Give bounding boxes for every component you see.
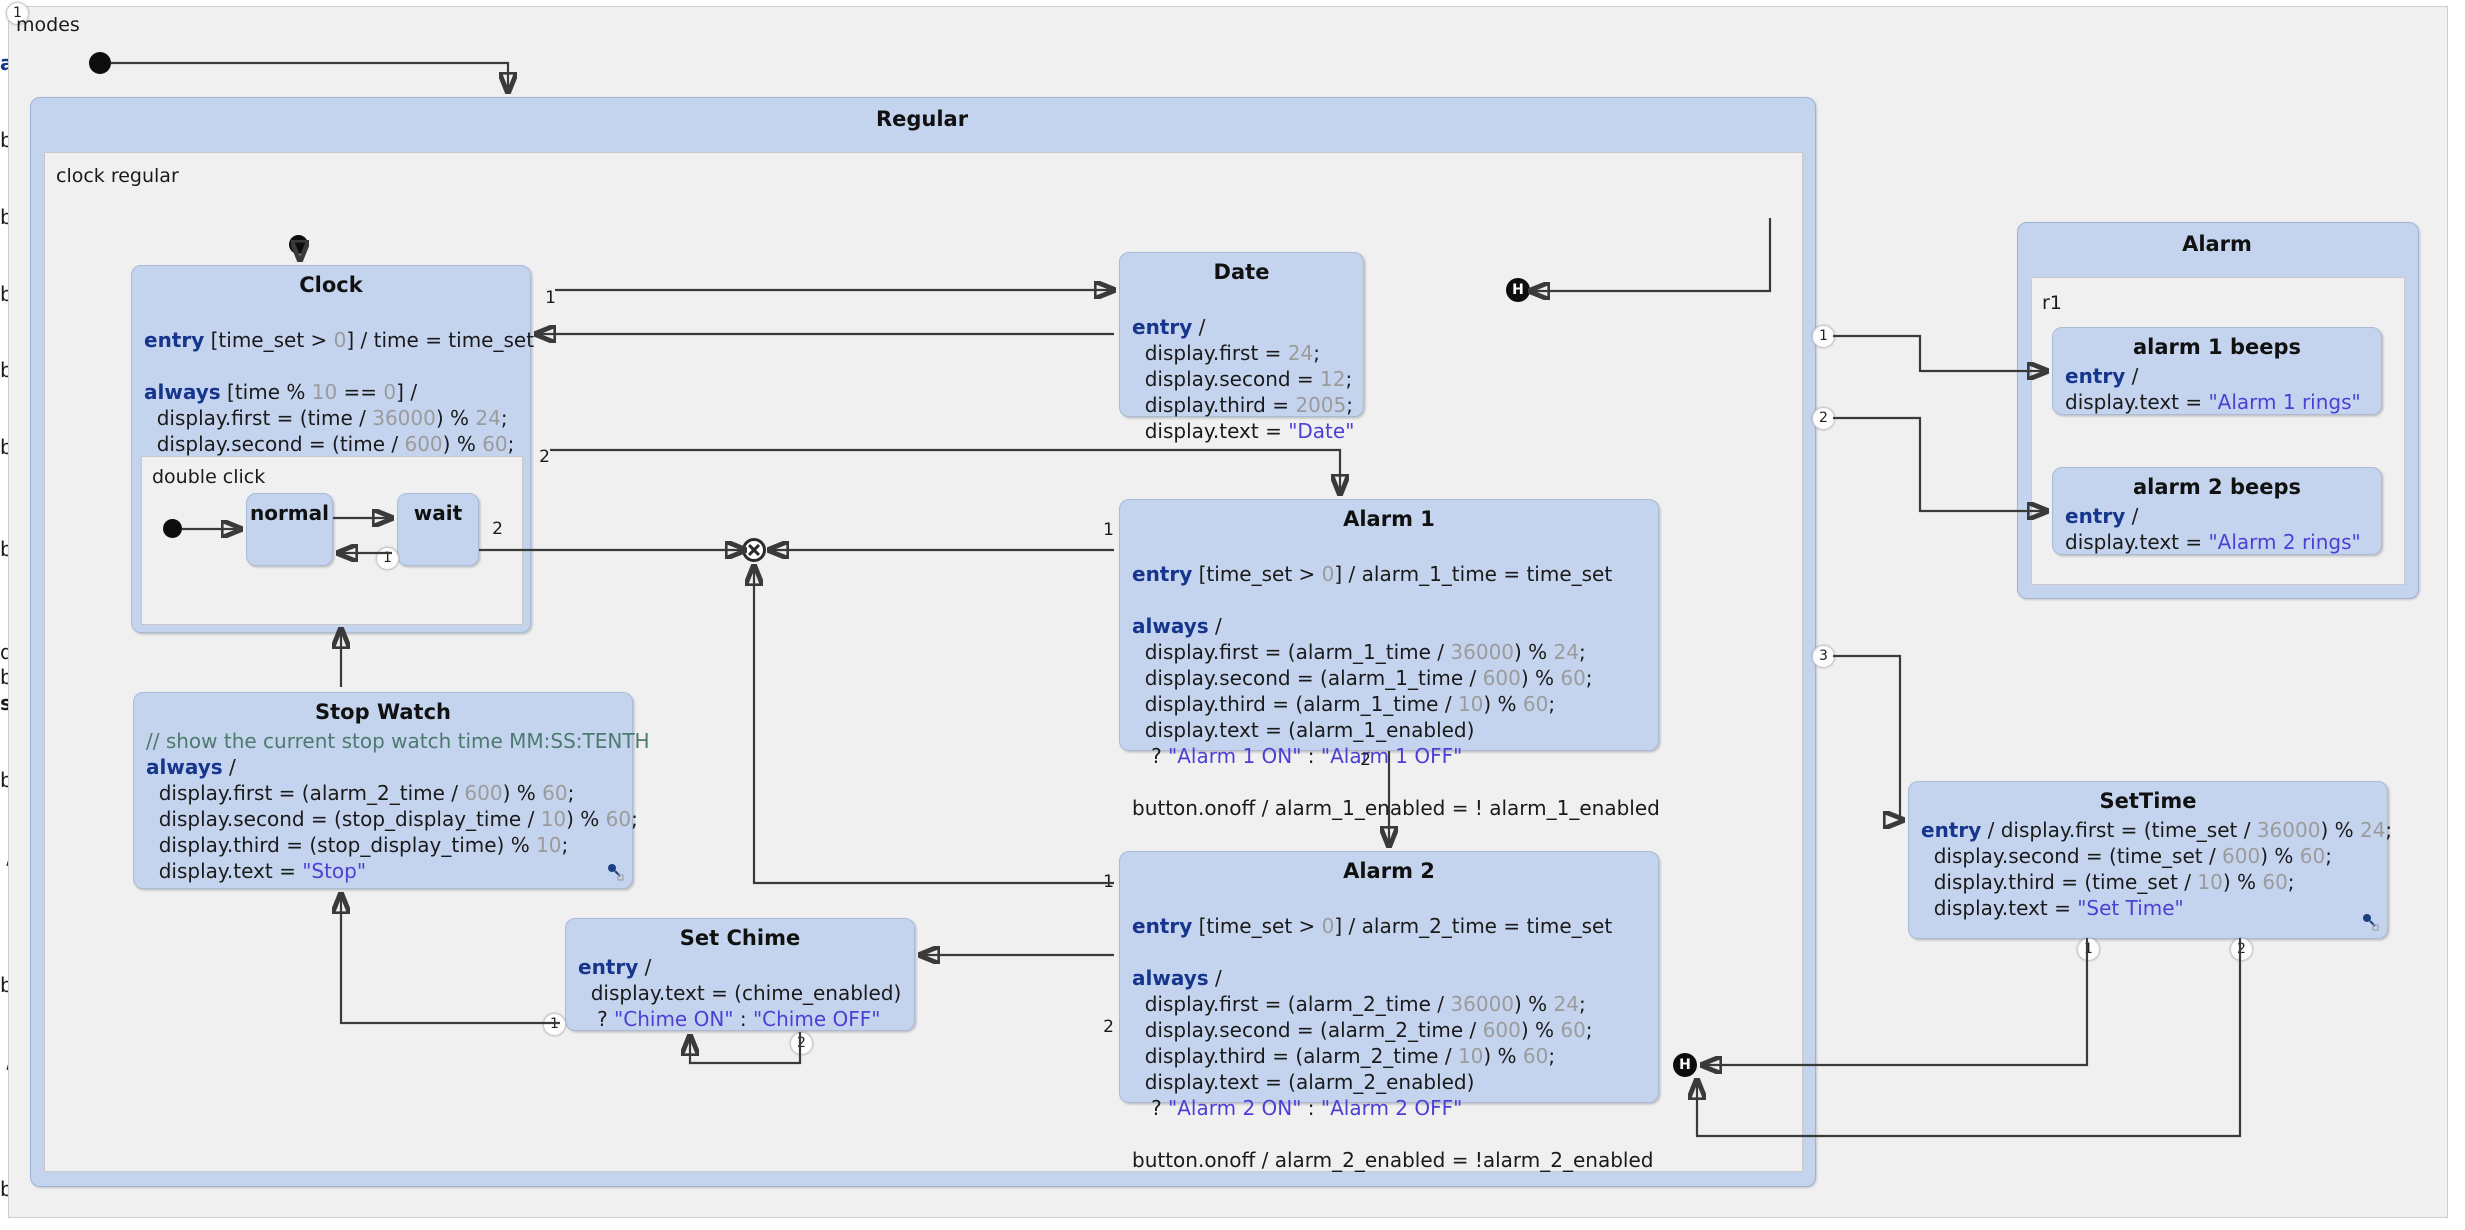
double-click-region-name: double click bbox=[152, 466, 266, 488]
alarm-inner-region-name: r1 bbox=[2042, 292, 2062, 314]
badge-wait-to-normal: 1 bbox=[376, 547, 399, 570]
state-setchime[interactable]: Set Chime entry / display.text = (chime_… bbox=[565, 918, 915, 1031]
badge-settime-exit1: 1 bbox=[2077, 938, 2100, 961]
clock-initial-pseudostate bbox=[289, 235, 308, 254]
state-alarm1[interactable]: Alarm 1 entry [time_set > 0] / alarm_1_t… bbox=[1119, 499, 1660, 820]
state-alarm2[interactable]: Alarm 2 entry [time_set > 0] / alarm_2_t… bbox=[1119, 851, 1659, 1172]
root-badge: 1 bbox=[6, 2, 29, 25]
badge-setchime-self: 2 bbox=[790, 1032, 813, 1055]
stopwatch-drilldown-icon[interactable] bbox=[606, 863, 624, 881]
state-clock-title: Clock bbox=[299, 273, 363, 297]
state-alarm2-beeps-code: entry / display.text = "Alarm 2 rings" bbox=[2065, 504, 2361, 554]
state-wait[interactable]: wait bbox=[397, 493, 479, 566]
badge-alarm2-out: 2 bbox=[1103, 1017, 1114, 1037]
badge-alarm-beep2: 2 bbox=[1812, 407, 1835, 430]
state-alarm2-code: entry [time_set > 0] / alarm_2_time = ti… bbox=[1132, 914, 1654, 1172]
badge-clock-to-alarm1: 2 bbox=[539, 447, 550, 467]
badge-wait-to-settime: 2 bbox=[492, 519, 503, 539]
state-stopwatch[interactable]: Stop Watch // show the current stop watc… bbox=[133, 692, 650, 889]
state-alarm2-beeps[interactable]: alarm 2 beeps entry / display.text = "Al… bbox=[2052, 467, 2382, 555]
state-alarm-composite-title: Alarm bbox=[2017, 232, 2417, 256]
state-normal[interactable]: normal bbox=[246, 493, 333, 566]
state-normal-title: normal bbox=[249, 501, 330, 525]
badge-settime-entry: 3 bbox=[1812, 645, 1835, 668]
state-alarm1-title: Alarm 1 bbox=[1343, 507, 1435, 531]
set-time-junction-pseudostate[interactable] bbox=[742, 538, 766, 562]
time-set-history-pseudostate[interactable]: H bbox=[1673, 1053, 1697, 1077]
state-stopwatch-title: Stop Watch bbox=[315, 700, 451, 724]
state-setchime-title: Set Chime bbox=[679, 926, 801, 950]
badge-setchime-in: 1 bbox=[543, 1013, 566, 1036]
state-regular-title: Regular bbox=[30, 107, 1814, 131]
deep-entry-history-pseudostate[interactable]: H bbox=[1506, 278, 1530, 302]
state-alarm2-beeps-title: alarm 2 beeps bbox=[2132, 475, 2302, 499]
state-settime-code: entry / display.first = (time_set / 3600… bbox=[1921, 818, 2393, 920]
badge-alarm1-in: 1 bbox=[1103, 520, 1114, 540]
settime-drilldown-icon[interactable] bbox=[2361, 913, 2379, 931]
alarm-composite-title-text: Alarm bbox=[2182, 232, 2252, 256]
state-alarm2-title: Alarm 2 bbox=[1343, 859, 1435, 883]
badge-clock-to-date: 1 bbox=[545, 288, 556, 308]
state-setchime-code: entry / display.text = (chime_enabled) ?… bbox=[578, 955, 902, 1031]
state-date-code: entry / display.first = 24; display.seco… bbox=[1132, 315, 1355, 443]
state-wait-title: wait bbox=[413, 501, 463, 525]
state-alarm1-code: entry [time_set > 0] / alarm_1_time = ti… bbox=[1132, 562, 1660, 820]
root-region-name: modes bbox=[16, 14, 80, 36]
badge-alarm2-in: 1 bbox=[1103, 872, 1114, 892]
state-alarm1-beeps[interactable]: alarm 1 beeps entry / display.text = "Al… bbox=[2052, 327, 2382, 415]
badge-alarm1-out: 2 bbox=[1360, 750, 1371, 770]
state-date-title: Date bbox=[1213, 260, 1270, 284]
state-settime[interactable]: SetTime entry / display.first = (time_se… bbox=[1908, 781, 2393, 939]
doubleclick-initial-pseudostate bbox=[163, 519, 182, 538]
state-date[interactable]: Date entry / display.first = 24; display… bbox=[1119, 252, 1364, 443]
regular-inner-region-name: clock regular bbox=[56, 165, 179, 187]
badge-alarm-beep1: 1 bbox=[1812, 325, 1835, 348]
state-alarm1-beeps-title: alarm 1 beeps bbox=[2132, 335, 2302, 359]
badge-settime-exit2: 2 bbox=[2230, 938, 2253, 961]
regular-title-text: Regular bbox=[875, 107, 969, 131]
state-settime-title: SetTime bbox=[2099, 789, 2197, 813]
root-initial-pseudostate bbox=[89, 52, 111, 74]
state-stopwatch-code: // show the current stop watch time MM:S… bbox=[146, 729, 650, 883]
state-alarm1-beeps-code: entry / display.text = "Alarm 1 rings" bbox=[2065, 364, 2361, 414]
